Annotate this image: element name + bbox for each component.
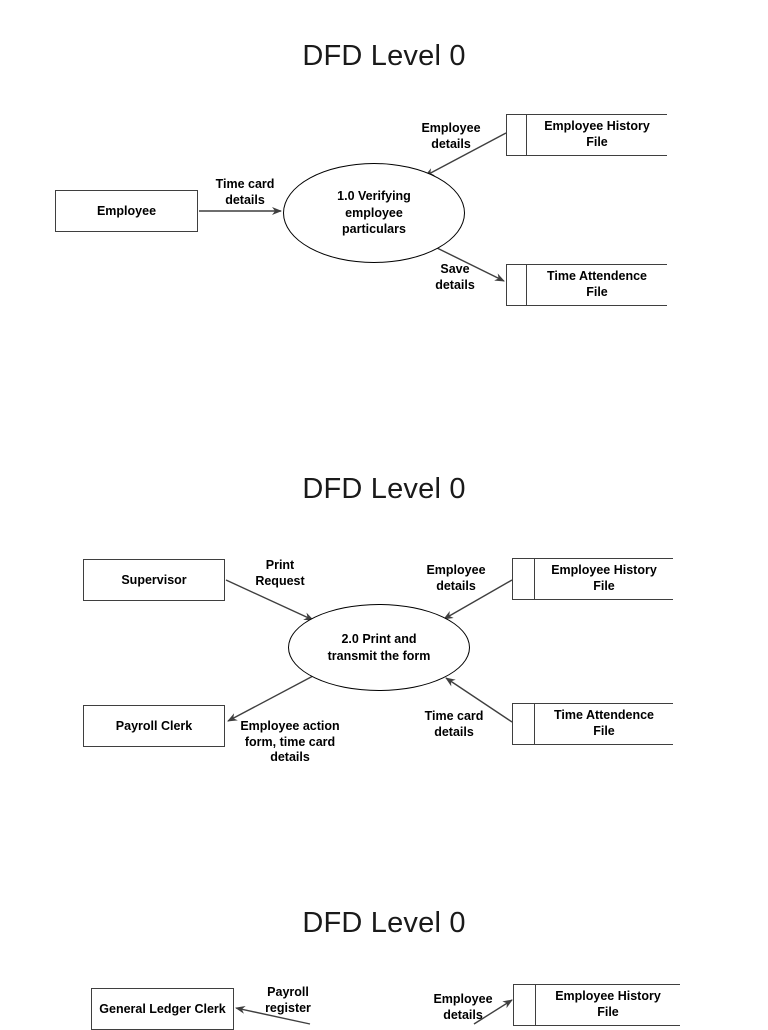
store-employee-history-file-2[interactable]: Employee History File [512,558,673,600]
connector-employee-action-form [227,675,314,722]
flow-label-employee-details-2: Employee details [426,563,486,593]
store-body: Time Attendence File [535,704,673,744]
flow-label-time-card-details-1: Time card details [215,177,275,207]
connector-save-details-1 [434,246,505,282]
store-employee-history-file-1-label: Employee History File [544,119,650,149]
flow-label-employee-details-3: Employee details [433,992,493,1022]
entity-supervisor-label: Supervisor [121,572,187,587]
connector-employee-details-1 [424,132,507,177]
entity-employee-label: Employee [96,203,157,218]
store-body: Employee History File [535,559,673,599]
store-key-cell [507,115,527,155]
flow-label-employee-details-1: Employee details [421,121,481,151]
entity-payroll-clerk-label: Payroll Clerk [115,718,193,733]
flow-label-employee-action-form: Employee action form, time card details [240,719,340,765]
connector-time-card-details-2 [445,677,513,723]
dfd-2-title: DFD Level 0 [302,473,466,505]
connector-employee-details-2 [443,579,513,620]
process-1-verifying-employee-particulars[interactable]: 1.0 Verifying employee particulars [283,163,465,263]
store-time-attendence-file-2-label: Time Attendence File [553,708,655,738]
store-body: Time Attendence File [527,265,667,305]
store-employee-history-file-1[interactable]: Employee History File [506,114,667,156]
process-1-label: 1.0 Verifying employee particulars [337,188,411,237]
store-employee-history-file-3-label: Employee History File [555,989,661,1019]
flow-label-time-card-details-2: Time card details [424,709,484,739]
process-2-print-and-transmit-the-form[interactable]: 2.0 Print and transmit the form [288,604,470,691]
store-employee-history-file-2-label: Employee History File [551,563,657,593]
store-key-cell [513,559,535,599]
dfd-1-title: DFD Level 0 [302,40,466,72]
connector-print-request [225,579,314,621]
flow-label-save-details-1: Save details [435,262,475,292]
flow-label-print-request: Print Request [255,558,305,588]
store-employee-history-file-3[interactable]: Employee History File [513,984,680,1026]
store-key-cell [513,704,535,744]
process-2-label: 2.0 Print and transmit the form [327,631,431,663]
store-key-cell [514,985,536,1025]
store-body: Employee History File [527,115,667,155]
entity-employee[interactable]: Employee [55,190,198,232]
store-time-attendence-file-2[interactable]: Time Attendence File [512,703,673,745]
dfd-3-title: DFD Level 0 [302,907,466,939]
connector-employee-details-3 [473,999,513,1025]
store-body: Employee History File [536,985,680,1025]
flow-label-payroll-register: Payroll register [265,985,311,1015]
store-time-attendence-file-1[interactable]: Time Attendence File [506,264,667,306]
entity-general-ledger-clerk-label: General Ledger Clerk [99,1001,226,1016]
store-key-cell [507,265,527,305]
entity-payroll-clerk[interactable]: Payroll Clerk [83,705,225,747]
store-time-attendence-file-1-label: Time Attendence File [546,269,648,299]
connector-payroll-register [235,1005,311,1025]
entity-supervisor[interactable]: Supervisor [83,559,225,601]
